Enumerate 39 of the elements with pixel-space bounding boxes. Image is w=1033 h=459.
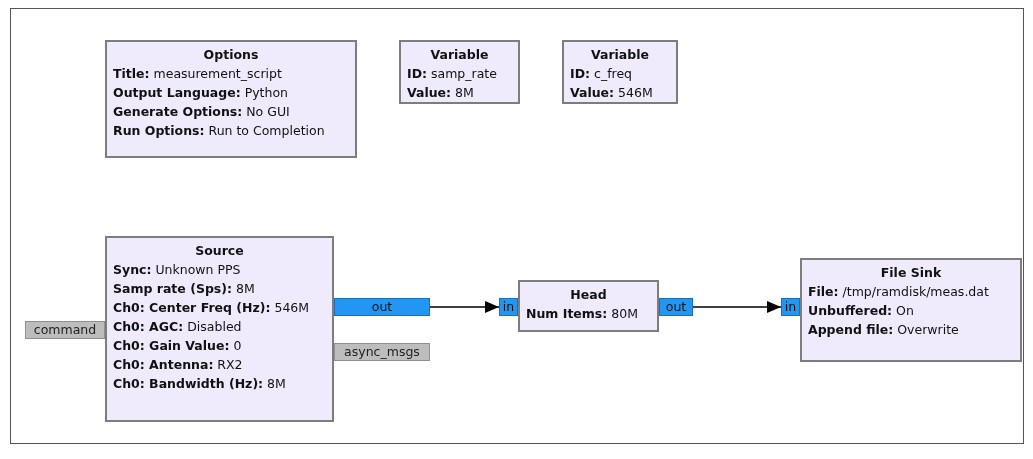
block-title: Options: [202, 46, 260, 64]
arrow: [429, 301, 500, 313]
parameter-text: Unbuffered: On: [808, 302, 915, 320]
block-box: [399, 40, 520, 104]
parameter-text: Value: 546M: [570, 84, 654, 102]
parameter-text: Ch0: Antenna: RX2: [113, 356, 244, 374]
parameter-text: Generate Options: No GUI: [113, 103, 291, 121]
port-label: out: [334, 298, 430, 316]
block-title: File Sink: [879, 264, 943, 282]
parameter-text: Num Items: 80M: [526, 305, 639, 323]
block-box: [800, 258, 1022, 362]
parameter-text: File: /tmp/ramdisk/meas.dat: [808, 283, 990, 301]
parameter-text: ID: samp_rate: [407, 65, 498, 83]
block-title: Head: [569, 286, 608, 304]
port-label: out: [659, 298, 693, 316]
port-label: async_msgs: [334, 343, 430, 361]
arrow: [692, 301, 782, 313]
block-title: Variable: [429, 46, 490, 64]
parameter-text: Sync: Unknown PPS: [113, 261, 242, 279]
block-title: Source: [194, 242, 245, 260]
block-box: [105, 236, 334, 422]
parameter-text: Append file: Overwrite: [808, 321, 960, 339]
port-label: command: [25, 321, 105, 339]
block-title: Variable: [590, 46, 650, 64]
parameter-text: Samp rate (Sps): 8M: [113, 280, 256, 298]
parameter-text: Ch0: Center Freq (Hz): 546M: [113, 299, 311, 317]
parameter-text: Value: 8M: [407, 84, 475, 102]
port-label: in: [781, 298, 800, 316]
parameter-text: ID: c_freq: [570, 65, 634, 83]
block-box: [562, 40, 678, 104]
parameter-text: Ch0: AGC: Disabled: [113, 318, 243, 336]
block-box: [518, 280, 659, 332]
parameter-text: Run Options: Run to Completion: [113, 122, 326, 140]
parameter-text: Ch0: Gain Value: 0: [113, 337, 243, 355]
parameter-text: Title: measurement_script: [113, 65, 283, 83]
block-box: [105, 40, 357, 158]
parameter-text: Ch0: Bandwidth (Hz): 8M: [113, 375, 287, 393]
parameter-text: Output Language: Python: [113, 84, 289, 102]
port-label: in: [499, 298, 518, 316]
